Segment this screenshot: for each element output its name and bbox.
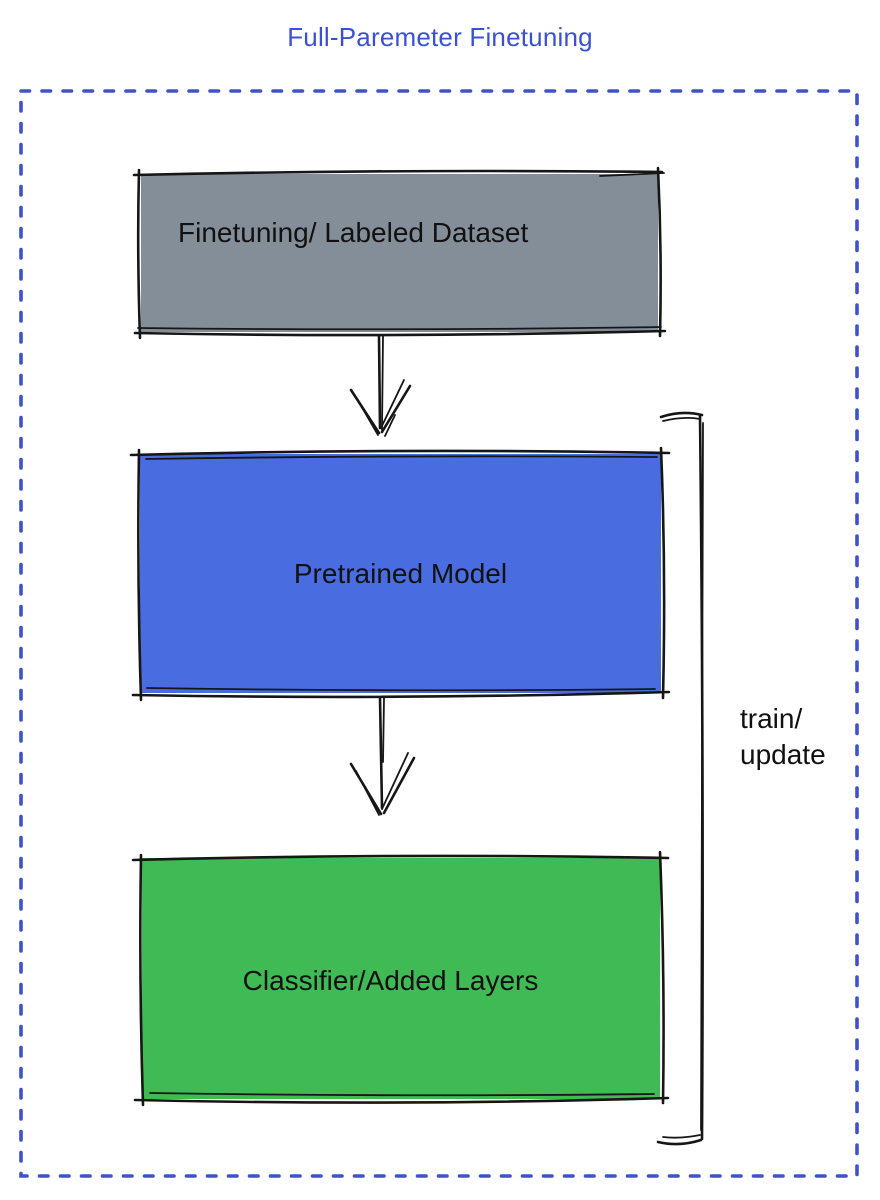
pretrained-model-box-label: Pretrained Model [293, 558, 508, 589]
train-update-label-line2: update [740, 739, 826, 770]
arrow-down-icon [349, 334, 412, 437]
train-update-label-line1: train/ [740, 703, 803, 734]
classifier-added-layers-box-label: Classifier/Added Layers [242, 965, 539, 996]
dotted-frame [19, 89, 859, 1178]
train-update-label: train/ update [740, 701, 826, 773]
finetuning-dataset-box-label: Finetuning/ Labeled Dataset [178, 217, 529, 248]
diagram-title: Full-Paremeter Finetuning [287, 22, 593, 52]
finetuning-dataset-box [141, 174, 658, 332]
finetuning-dataset-box-outline [132, 166, 667, 340]
arrow-down-icon [349, 696, 416, 816]
train-update-bracket [656, 411, 704, 1146]
